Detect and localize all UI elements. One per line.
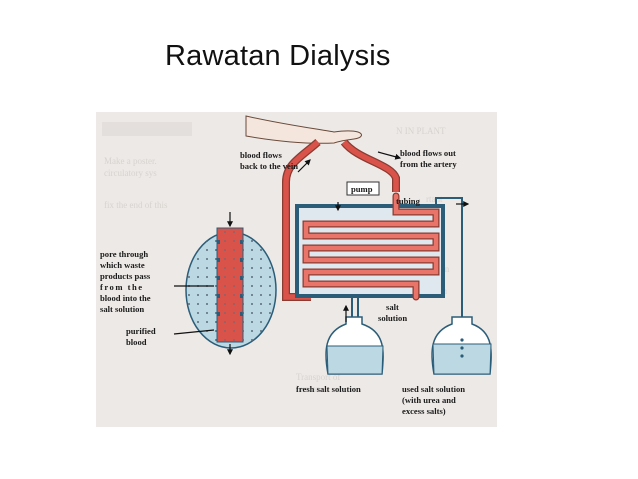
label-purified-line1: purified — [126, 326, 156, 336]
blood-tubing — [282, 138, 400, 301]
label-used-line2: (with urea and — [402, 395, 456, 405]
label-purified-line2: blood — [126, 337, 147, 347]
pump-box — [346, 181, 380, 196]
used-solution-bottle — [431, 316, 492, 375]
label-salt-line1: salt — [386, 302, 399, 312]
coiled-tubing — [302, 192, 440, 301]
slide-title: Rawatan Dialysis — [165, 40, 391, 72]
flow-arrows — [173, 151, 470, 356]
label-pore-line6: salt solution — [100, 304, 144, 314]
label-pore-line3: products pass — [100, 271, 151, 281]
label-pore-line1: pore through — [100, 249, 148, 259]
label-used-line3: excess salts) — [402, 406, 446, 416]
label-used-line1: used salt solution — [402, 384, 465, 394]
label-blood-out-line2: from the artery — [400, 159, 457, 169]
fresh-solution-bottle — [325, 316, 384, 375]
label-blood-out-line1: blood flows out — [400, 148, 456, 158]
svg-text:rtant: rtant — [426, 194, 443, 204]
svg-text:circulatory sys: circulatory sys — [104, 168, 157, 178]
svg-text:fix the end of this: fix the end of this — [104, 200, 168, 210]
label-salt-line2: solution — [378, 313, 407, 323]
svg-text:N IN PLANT: N IN PLANT — [396, 126, 446, 136]
membrane-magnified-view — [185, 227, 277, 349]
label-pore-line5: blood into the — [100, 293, 151, 303]
label-pore-line4: from the — [100, 282, 144, 292]
svg-text:Make a poster.: Make a poster. — [104, 156, 157, 166]
label-fresh-solution: fresh salt solution — [296, 384, 361, 394]
label-tubing: tubing — [396, 196, 421, 206]
label-pore-line2: which waste — [100, 260, 145, 270]
svg-text:human: human — [296, 384, 321, 394]
pump-label: pump — [351, 184, 373, 194]
label-blood-back-line1: blood flows — [240, 150, 282, 160]
label-blood-back-line2: back to the vein — [240, 161, 298, 171]
dialysis-diagram: Make a poster. circulatory sys fix the e… — [96, 112, 497, 427]
svg-text:Transport of: Transport of — [296, 372, 340, 382]
